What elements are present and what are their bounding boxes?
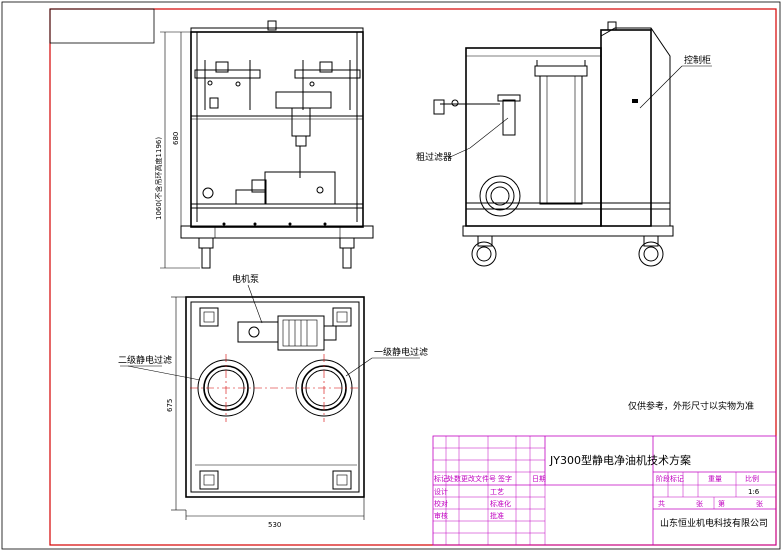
hdr-scale: 比例 (745, 474, 759, 483)
sign-standard: 标准化 (490, 499, 511, 508)
hdr-count: 处数 (447, 474, 461, 483)
note-text: 仅供参考，外形尺寸以实物为准 (628, 400, 754, 412)
sign-review: 审核 (434, 511, 448, 520)
label-control-cabinet: 控制柜 (684, 54, 711, 66)
drawing-title: JY300型静电净油机技术方案 (549, 453, 691, 467)
sheet-total: 共 (658, 499, 665, 508)
sign-approve: 批准 (490, 511, 504, 520)
title-block: 标记 处数 更改文件号 签字 日期 设计 校对 审核 工艺 标准化 批准 JY3… (432, 435, 777, 546)
dim-height-total: 1060(不含吊环高度1196) (154, 137, 163, 220)
label-secondary-filter: 二级静电过滤 (118, 354, 172, 366)
sheet-label: 张 (696, 499, 703, 508)
border-frame (49, 8, 777, 546)
hdr-stage: 阶段标记 (656, 474, 684, 483)
label-coarse-filter: 粗过滤器 (416, 151, 452, 163)
hdr-weight: 重量 (708, 475, 722, 483)
sheet-label-2: 张 (756, 499, 763, 508)
label-motor-pump: 电机泵 (232, 273, 259, 285)
sheet-number: 第 (718, 499, 725, 508)
side-view (433, 21, 674, 267)
sign-check: 校对 (434, 499, 448, 508)
dim-width: 530 (268, 521, 281, 529)
dim-height-body: 680 (172, 132, 180, 145)
annotations: 电机泵 二级静电过滤 一级静电过滤 粗过滤器 控制柜 仅供参考，外形尺寸以实物为… (118, 54, 754, 412)
label-primary-filter: 一级静电过滤 (374, 346, 428, 358)
hdr-mark: 标记 (434, 474, 448, 483)
hdr-change-doc: 更改文件号 (461, 474, 496, 483)
company-name: 山东恒业机电科技有限公司 (660, 517, 768, 529)
scale-value: 1:6 (748, 488, 760, 496)
sign-design: 设计 (434, 487, 448, 496)
hdr-sign: 签字 (498, 474, 512, 483)
front-view: 1060(不含吊环高度1196) 680 (154, 20, 374, 269)
hdr-date: 日期 (532, 475, 546, 483)
dim-depth: 675 (166, 399, 174, 412)
sign-process: 工艺 (490, 488, 504, 496)
top-view: 675 530 (166, 296, 365, 529)
drawing-number-box (49, 8, 155, 44)
